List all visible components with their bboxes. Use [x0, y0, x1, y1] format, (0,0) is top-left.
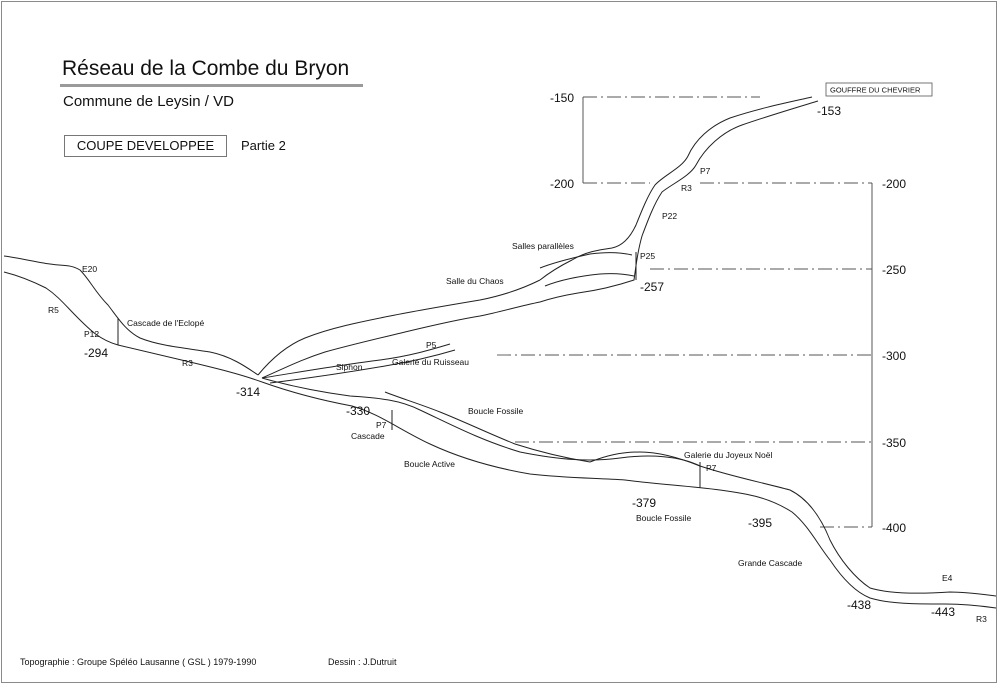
label-grande-cascade: Grande Cascade — [738, 558, 803, 568]
passage-lower-floor — [261, 381, 997, 609]
scale-right-300: -300 — [882, 349, 906, 363]
depth-314: -314 — [236, 385, 260, 399]
label-p7-top: P7 — [700, 166, 711, 176]
depth-reference-lines — [497, 96, 872, 528]
scale-bars — [582, 97, 873, 527]
depth-443: -443 — [931, 605, 955, 619]
label-p25: P25 — [640, 251, 655, 261]
label-p7-joyeux: P7 — [706, 463, 717, 473]
label-p7-cascade: P7 — [376, 420, 387, 430]
depth-257: -257 — [640, 280, 664, 294]
passage-chaos-ceiling — [257, 279, 541, 376]
label-r3-top: R3 — [681, 183, 692, 193]
cave-passages — [3, 96, 997, 609]
scale-right-350: -350 — [882, 436, 906, 450]
gouffre-label-box — [825, 82, 933, 97]
section-part: Partie 2 — [241, 138, 286, 153]
passage-chaos-floor — [261, 301, 541, 379]
depth-395: -395 — [748, 516, 772, 530]
depth-438: -438 — [847, 598, 871, 612]
passage-upper-floor — [539, 100, 819, 303]
depth-294: -294 — [84, 346, 108, 360]
label-p12: P12 — [84, 329, 99, 339]
label-e4: E4 — [942, 573, 953, 583]
depth-330: -330 — [346, 404, 370, 418]
passage-lower-ceiling — [261, 377, 997, 597]
scale-right-250: -250 — [882, 263, 906, 277]
passage-paralleles — [539, 252, 633, 269]
shaft-markers — [117, 252, 701, 488]
passage-joyeux-noel — [589, 451, 701, 467]
label-p22: P22 — [662, 211, 677, 221]
label-cascade-eclope: Cascade de l'Eclopé — [127, 318, 204, 328]
survey-subtitle: Commune de Leysin / VD — [63, 93, 234, 110]
passage-left-ceiling — [3, 255, 259, 376]
passage-ruisseau — [261, 343, 451, 379]
passage-ruisseau-floor — [269, 349, 456, 384]
section-type-box: COUPE DEVELOPPEE — [64, 135, 227, 157]
passage-left-floor — [3, 271, 263, 383]
scale-left-150: -150 — [550, 91, 574, 105]
title-underline — [60, 84, 363, 87]
passage-boucle-fossile — [384, 391, 591, 463]
label-boucle-active: Boucle Active — [404, 459, 455, 469]
passage-upper-ceiling — [539, 96, 813, 281]
footer-topographie: Topographie : Groupe Spéléo Lausanne ( G… — [20, 657, 257, 667]
footer-dessin: Dessin : J.Dutruit — [328, 657, 397, 667]
label-salles-paralleles: Salles parallèles — [512, 241, 574, 251]
depth-379: -379 — [632, 496, 656, 510]
label-salle-chaos: Salle du Chaos — [446, 276, 504, 286]
label-galerie-joyeux-noel: Galerie du Joyeux Noël — [684, 450, 772, 460]
gouffre-label: GOUFFRE DU CHEVRIER — [830, 86, 921, 95]
label-p5: P5 — [426, 340, 437, 350]
label-r3-left: R3 — [182, 358, 193, 368]
depth-153: -153 — [817, 104, 841, 118]
label-e20: E20 — [82, 264, 97, 274]
survey-title: Réseau de la Combe du Bryon — [62, 57, 350, 80]
label-siphon: Siphon — [336, 362, 363, 372]
passage-paralleles-lower — [544, 273, 635, 287]
label-galerie-ruisseau: Galerie du Ruisseau — [392, 357, 469, 367]
label-boucle-fossile-2: Boucle Fossile — [636, 513, 692, 523]
scale-right-400: -400 — [882, 521, 906, 535]
label-boucle-fossile-1: Boucle Fossile — [468, 406, 524, 416]
scale-left-200: -200 — [550, 177, 574, 191]
scale-right-200: -200 — [882, 177, 906, 191]
label-r5: R5 — [48, 305, 59, 315]
label-r3-right: R3 — [976, 614, 987, 624]
label-cascade: Cascade — [351, 431, 385, 441]
